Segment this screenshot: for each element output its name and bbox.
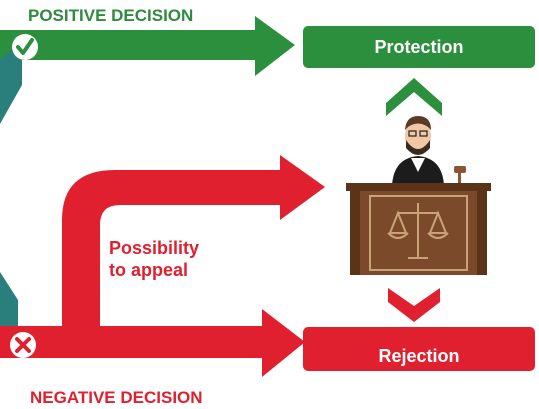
appeal-label: Possibility to appeal [109, 237, 229, 281]
scales-of-justice-icon [387, 203, 449, 259]
x-circle-icon [10, 332, 36, 358]
up-chevron-icon [386, 78, 442, 116]
rejection-box: Rejection [303, 327, 535, 371]
down-chevron-icon [388, 288, 440, 322]
judge-bench [346, 183, 491, 275]
judge-illustration [392, 116, 466, 185]
gavel-icon [454, 166, 466, 173]
check-circle-icon [12, 34, 38, 60]
rejection-label: Rejection [378, 345, 460, 366]
negative-decision-label: NEGATIVE DECISION [30, 388, 203, 407]
appeal-label-line1: Possibility [109, 238, 200, 258]
protection-box: Protection [303, 26, 535, 68]
positive-arrow [0, 16, 295, 124]
protection-label: Protection [374, 36, 464, 57]
positive-decision-label: POSITIVE DECISION [28, 6, 194, 25]
appeal-arrow [62, 155, 325, 330]
negative-arrow [0, 272, 305, 377]
appeal-label-line2: to appeal [109, 260, 189, 280]
